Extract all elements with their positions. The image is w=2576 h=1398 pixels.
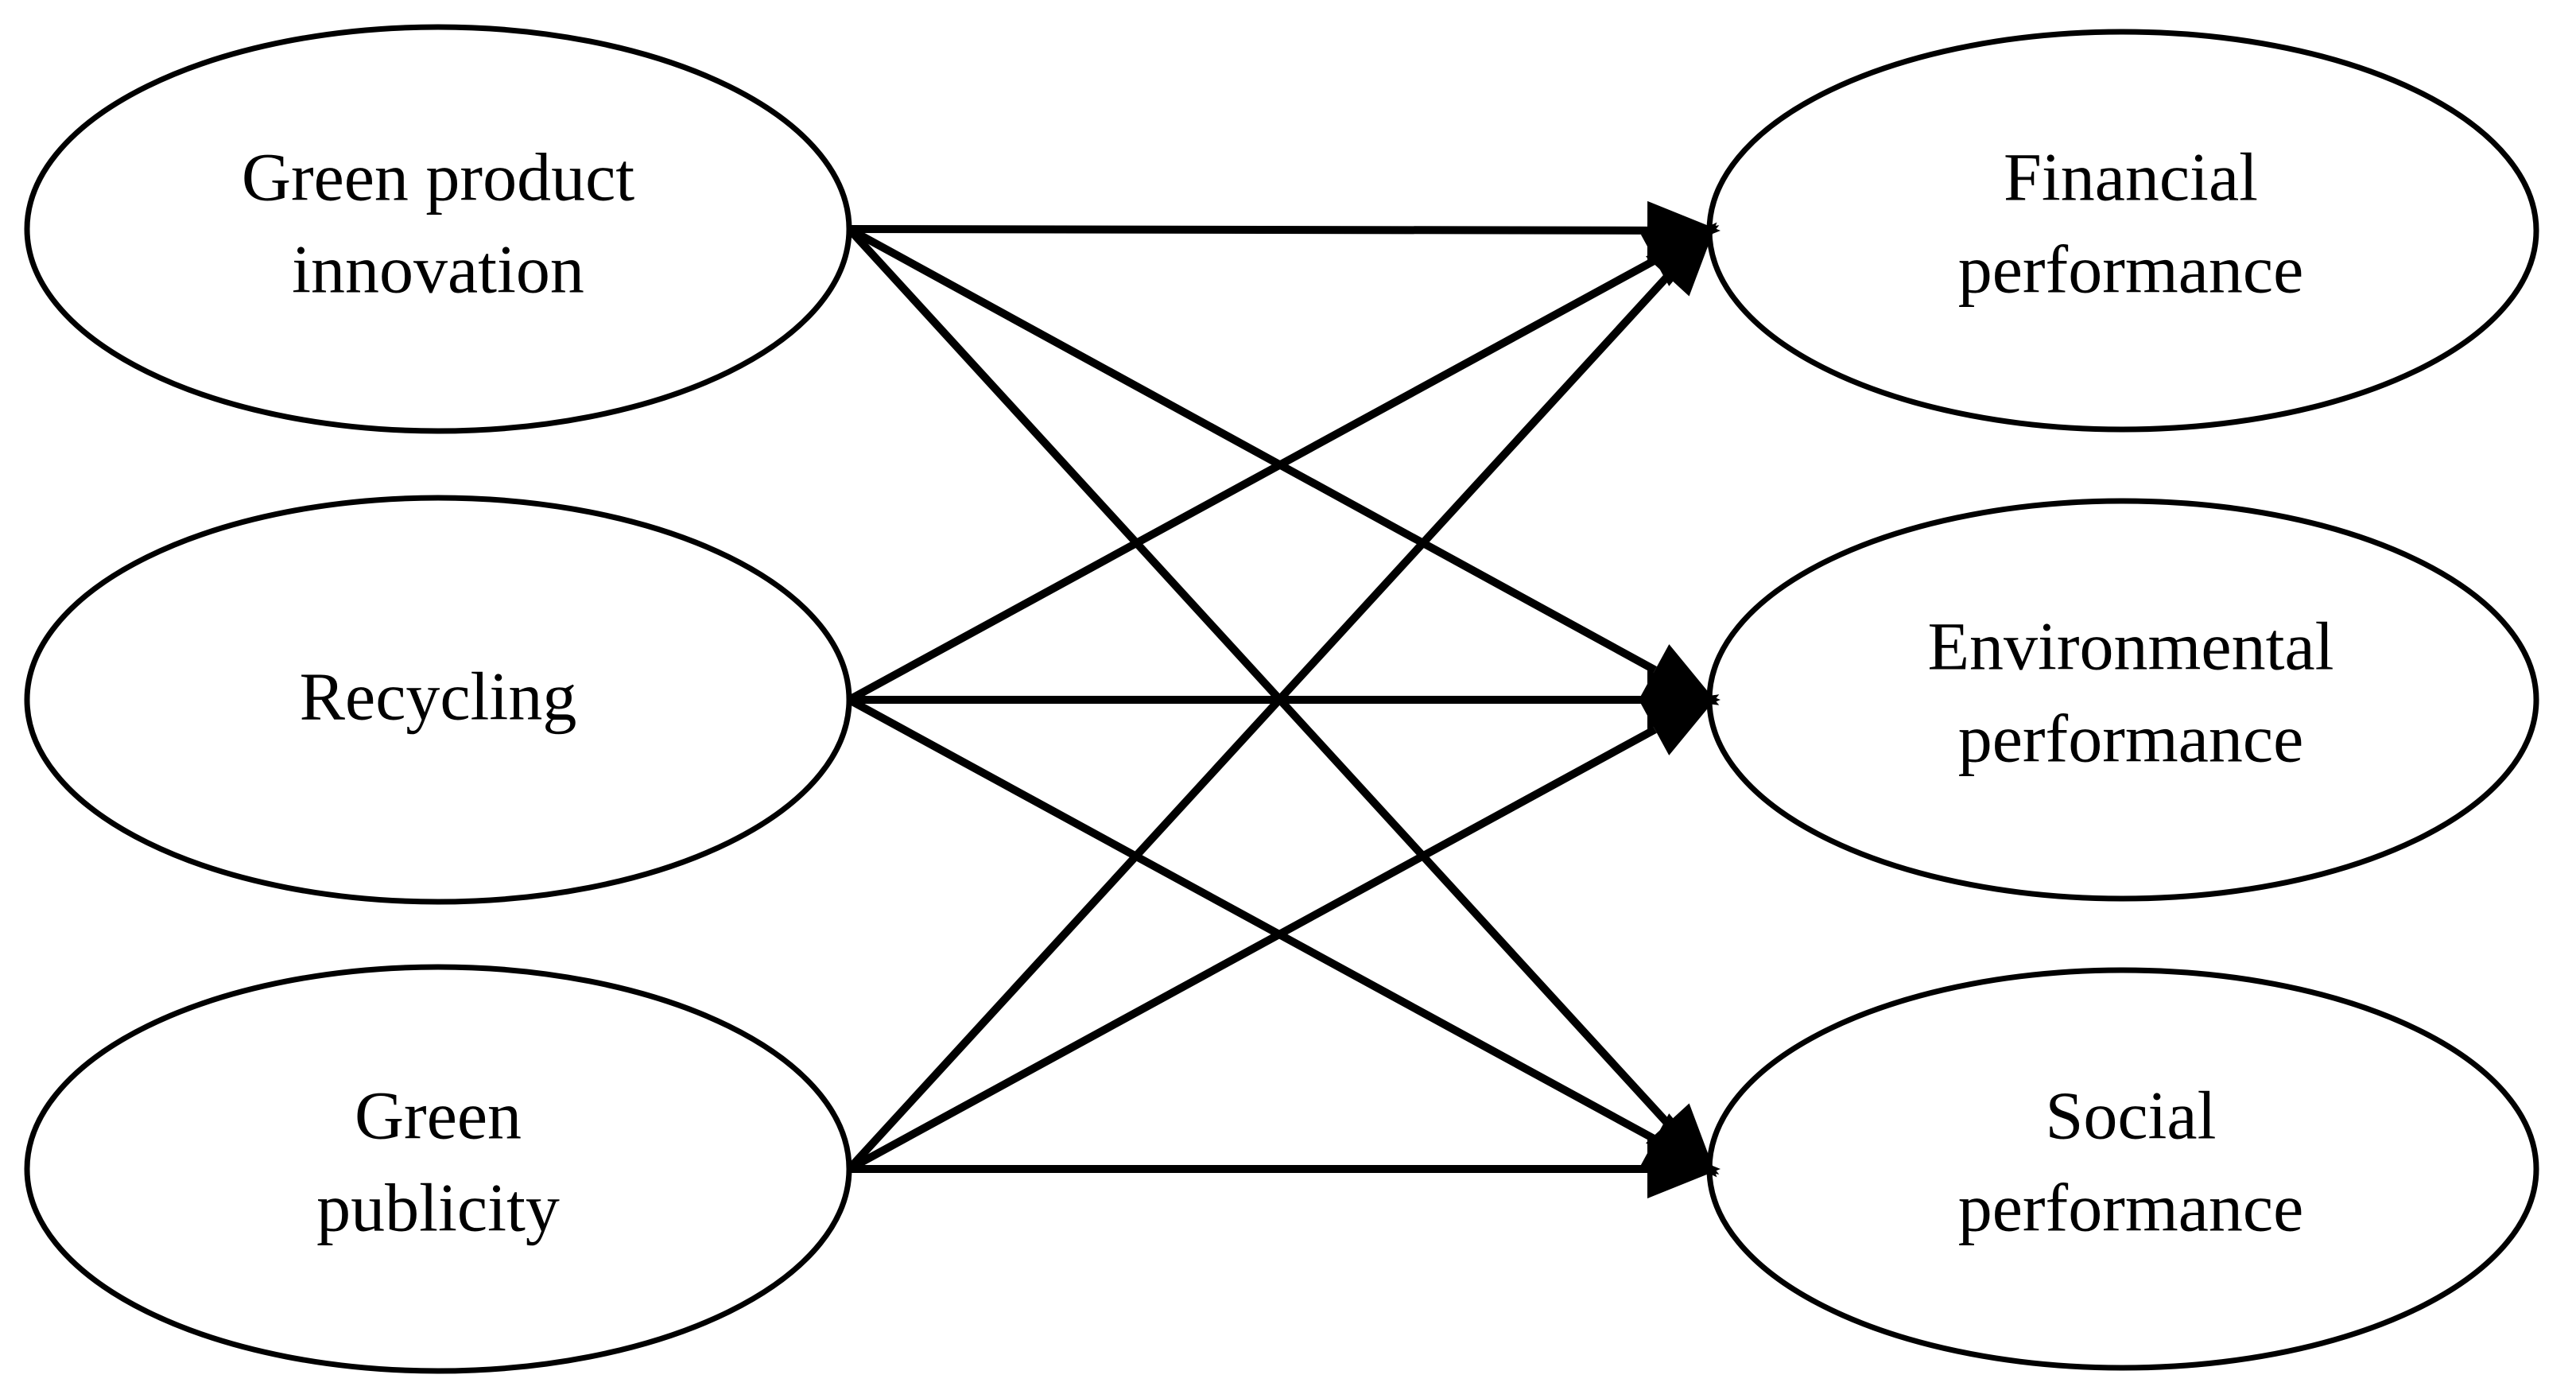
green-product-innovation-ellipse[interactable]: [24, 24, 852, 434]
nodes-layer: Green product innovation Recycling Green…: [24, 24, 2539, 1374]
recycling-label-line1: Recycling: [300, 658, 577, 735]
environmental-performance-label-line2: performance: [1958, 701, 2304, 777]
node-recycling[interactable]: Recycling: [24, 495, 852, 905]
financial-performance-label-line2: performance: [1958, 231, 2304, 308]
social-performance-label-line1: Social: [2046, 1078, 2217, 1154]
edge-rec-to-sp: [847, 696, 1657, 1144]
social-performance-label-line2: performance: [1958, 1170, 2304, 1246]
recycling-ellipse[interactable]: [24, 495, 852, 905]
node-environmental-performance[interactable]: Environmental performance: [1706, 498, 2539, 902]
edge-gpu-to-ep: [847, 725, 1657, 1173]
arrowhead-gpu-to-ep: [1640, 694, 1720, 755]
edge-gpi-to-fp: [848, 225, 1648, 235]
node-financial-performance[interactable]: Financial performance: [1706, 29, 2539, 433]
edge-gpi-to-sp: [846, 226, 1671, 1126]
green-publicity-label-line1: Green: [355, 1078, 522, 1154]
arrowheads-layer: [1640, 200, 1721, 1198]
arrowhead-gpu-to-fp: [1646, 222, 1717, 297]
edge-gpi-to-ep: [847, 225, 1657, 674]
edge-gpu-to-fp: [846, 274, 1670, 1172]
green-publicity-ellipse[interactable]: [24, 964, 852, 1374]
edges-layer: [846, 225, 1671, 1173]
node-green-product-innovation[interactable]: Green product innovation: [24, 24, 852, 434]
environmental-performance-label-line1: Environmental: [1927, 608, 2334, 685]
financial-performance-label-line1: Financial: [2004, 139, 2258, 216]
arrowhead-gpu-to-sp: [1647, 1140, 1721, 1198]
node-social-performance[interactable]: Social performance: [1706, 967, 2539, 1371]
edge-rec-to-fp: [847, 256, 1657, 704]
green-publicity-label-line2: publicity: [316, 1170, 560, 1246]
node-green-publicity[interactable]: Green publicity: [24, 964, 852, 1374]
green-product-innovation-label-line1: Green product: [242, 139, 634, 216]
green-product-innovation-label-line2: innovation: [292, 231, 584, 308]
